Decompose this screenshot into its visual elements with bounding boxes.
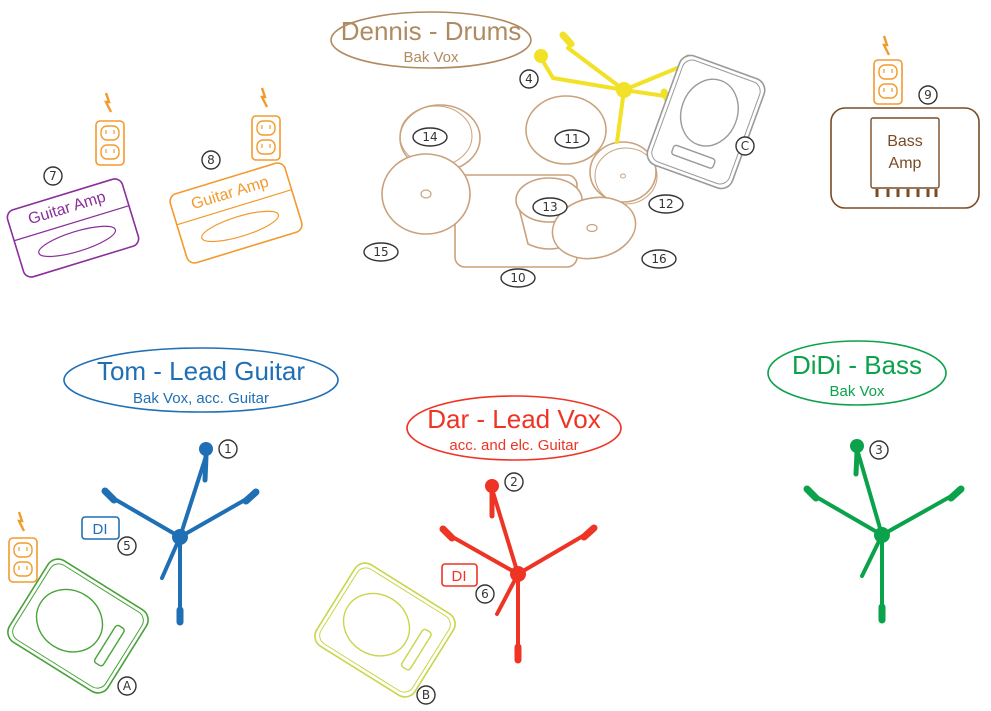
power-outlet-icon	[251, 87, 281, 161]
channel-14-label: 14	[422, 130, 437, 144]
tom-di-box: DI	[81, 516, 120, 540]
bass-amp: Bass Amp	[830, 107, 980, 209]
power-outlet-icon	[8, 511, 38, 583]
monitor-b	[314, 562, 456, 698]
dar-name: Dar - Lead Vox	[427, 404, 600, 434]
channel-11-label: 11	[564, 132, 579, 146]
channel-3-label: 3	[875, 443, 883, 457]
channel-5-label: 5	[123, 539, 131, 553]
tom-name: Tom - Lead Guitar	[97, 356, 305, 386]
dar-di-label: DI	[452, 568, 467, 585]
tom-di-label: DI	[93, 521, 108, 538]
channel-10-label: 10	[510, 271, 525, 285]
monitor-c	[646, 54, 766, 190]
dar-label: Dar - Lead Vox acc. and elc. Guitar	[406, 395, 622, 461]
channel-16-label: 16	[651, 252, 666, 266]
monitor-b-label: B	[422, 688, 430, 702]
didi-sub: Bak Vox	[829, 383, 885, 400]
bass-amp-label-1: Bass	[887, 133, 923, 150]
floor-tom-shape	[589, 141, 657, 203]
dar-mic-stand	[439, 487, 598, 664]
guitar-amp-purple: Guitar Amp	[6, 178, 140, 278]
bass-amp-label-2: Amp	[889, 155, 922, 172]
channel-6-label: 6	[481, 587, 489, 601]
channel-4-label: 4	[525, 72, 533, 86]
channel-15-label: 15	[373, 245, 388, 259]
tom-mic-icon	[199, 442, 213, 456]
didi-name: DiDi - Bass	[792, 350, 922, 380]
tom-label: Tom - Lead Guitar Bak Vox, acc. Guitar	[63, 347, 339, 413]
dennis-name: Dennis - Drums	[341, 16, 522, 46]
didi-mic-icon	[850, 439, 864, 453]
dennis-label: Dennis - Drums Bak Vox	[330, 11, 532, 69]
crash-cymbal-shape	[381, 153, 471, 235]
dar-mic-icon	[485, 479, 499, 493]
tom-sub: Bak Vox, acc. Guitar	[133, 390, 269, 407]
channel-2-label: 2	[510, 475, 518, 489]
didi-label: DiDi - Bass Bak Vox	[767, 340, 947, 406]
power-outlet-icon	[95, 92, 125, 166]
channel-1-label: 1	[224, 442, 232, 456]
dar-di-box: DI	[441, 563, 478, 587]
channel-7-label: 7	[49, 169, 57, 183]
power-outlet-icon	[873, 35, 903, 105]
tom-mic-stand	[101, 451, 260, 626]
dar-sub: acc. and elc. Guitar	[449, 437, 578, 454]
ride-cymbal-shape	[551, 196, 637, 260]
channel-9-label: 9	[924, 88, 932, 102]
monitor-a-label: A	[123, 679, 132, 693]
channel-12-label: 12	[658, 197, 673, 211]
monitor-c-label: C	[741, 139, 749, 153]
channel-8-label: 8	[207, 153, 215, 167]
drum-mic-icon	[534, 49, 548, 63]
channel-13-label: 13	[542, 200, 557, 214]
drum-kit	[381, 31, 766, 268]
channel-markers	[43, 69, 938, 705]
guitar-amp-orange: Guitar Amp	[169, 162, 303, 264]
dennis-sub: Bak Vox	[403, 49, 459, 66]
power-outlets	[8, 35, 903, 583]
monitor-a	[7, 558, 149, 694]
